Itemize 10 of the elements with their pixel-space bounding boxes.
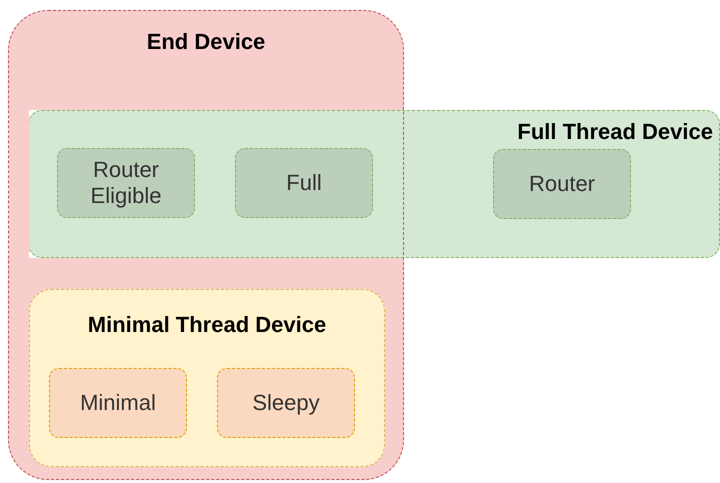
group-title: Full Thread Device [517, 119, 713, 145]
device-box: Minimal [49, 368, 187, 438]
group-title: Minimal Thread Device [86, 312, 328, 338]
group-title: End Device [146, 29, 266, 55]
device-box: Sleepy [217, 368, 355, 438]
device-box: Router Eligible [57, 148, 195, 218]
group-box [29, 289, 385, 467]
device-box: Full [235, 148, 373, 218]
device-box: Router [493, 149, 631, 219]
group-box [8, 10, 404, 480]
